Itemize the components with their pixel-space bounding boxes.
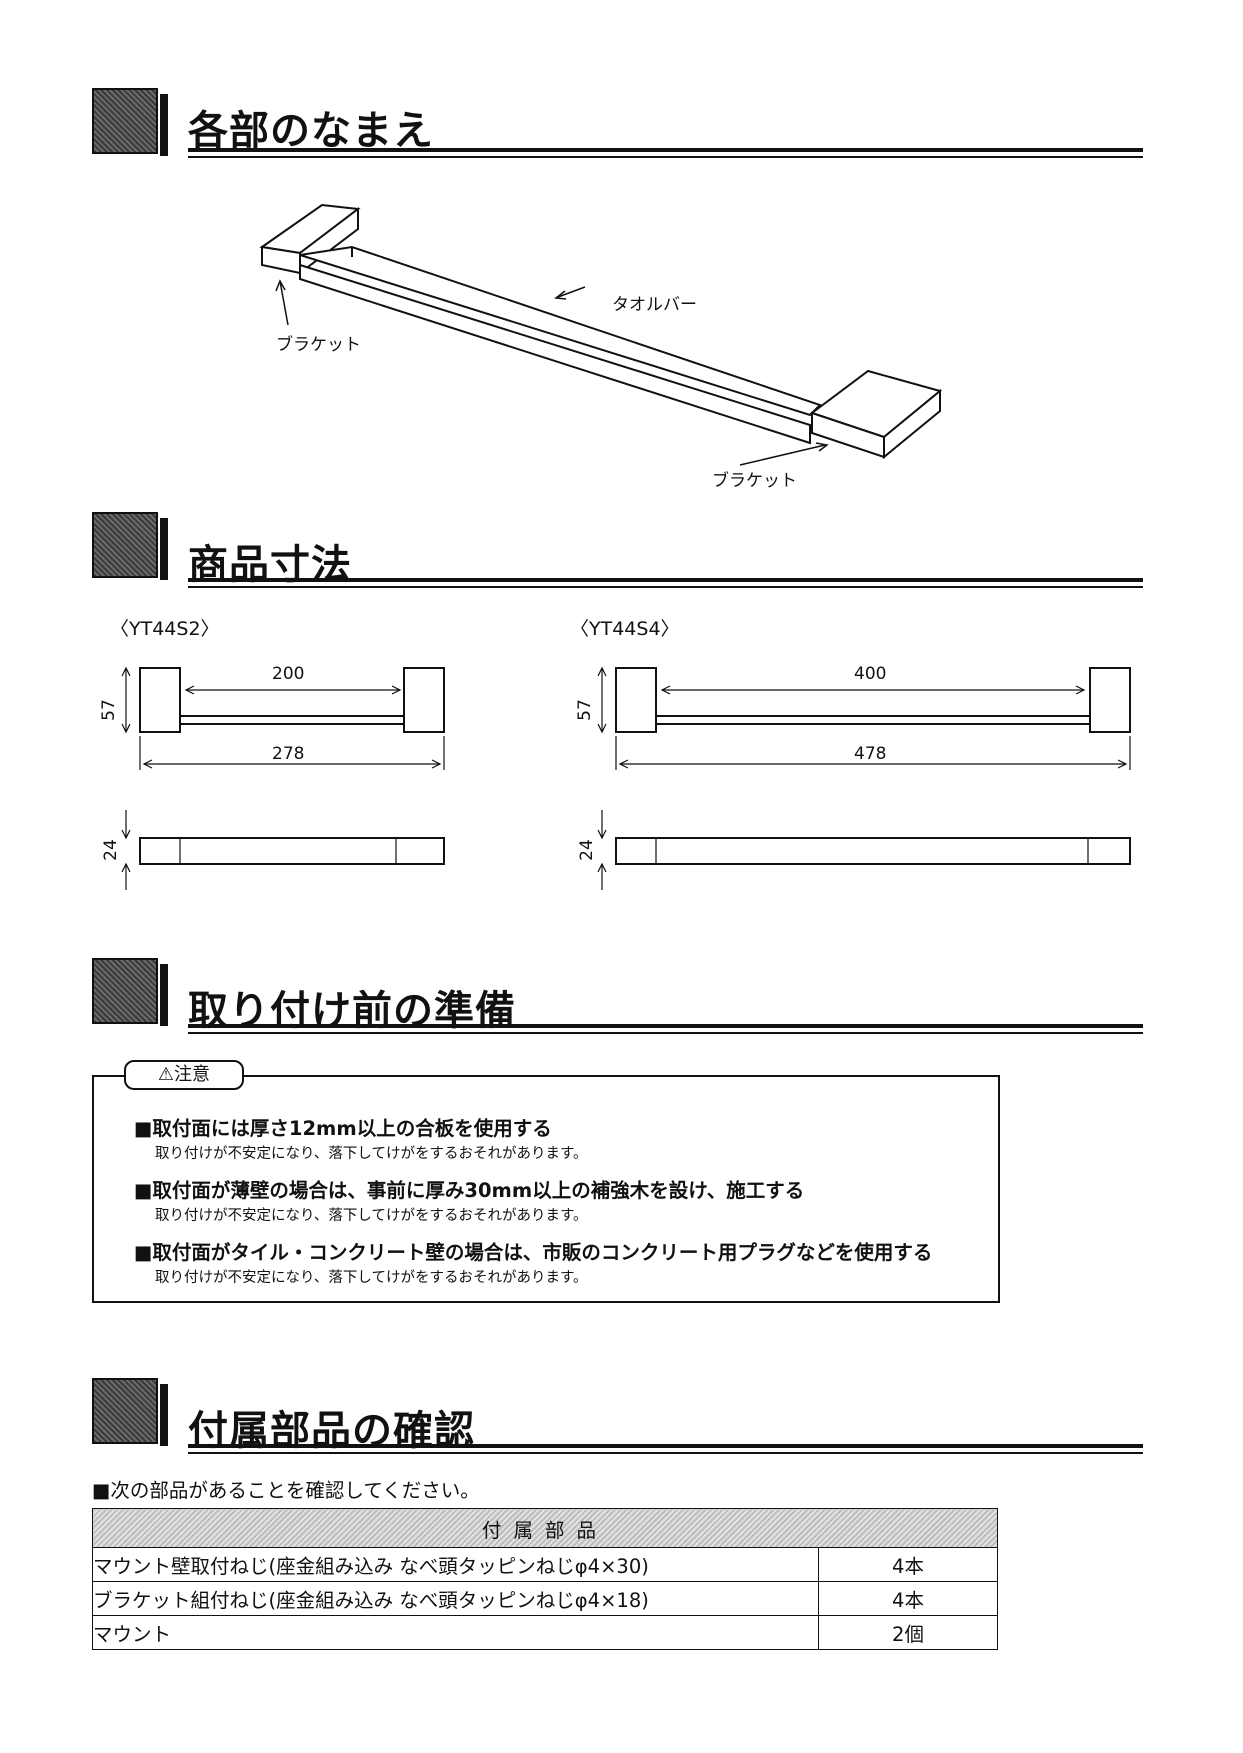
label-bracket-left: ブラケット [276,335,361,355]
dim-height-yt44s2: 57 [98,699,119,721]
table-header-row: 付属部品 [92,1508,998,1548]
section-rule [188,1032,1143,1034]
towel-bar-illustration [259,203,943,466]
section-rule [188,156,1143,158]
dim-depth-yt44s2: 24 [100,839,121,861]
section-rule [188,578,1143,582]
section-marker [92,88,168,156]
section-rule [188,1024,1143,1028]
section-rule [188,1444,1143,1448]
part-name: ブラケット組付ねじ(座金組み込み なべ頭タッピンねじφ4×18) [92,1581,819,1616]
dimension-drawing-yt44s4 [597,666,1131,890]
caution-item-note: 取り付けが不安定になり、落下してけがをするおそれがあります。 [155,1146,588,1162]
model-label-yt44s2: 〈YT44S2〉 [110,618,220,640]
caution-item-note: 取り付けが不安定になり、落下してけがをするおそれがあります。 [155,1208,588,1224]
section-marker [92,512,168,580]
table-row: マウント壁取付ねじ(座金組み込み なべ頭タッピンねじφ4×30) 4本 [92,1547,998,1582]
caution-tag: ⚠注意 [124,1060,244,1090]
section-rule [188,586,1143,588]
table-row: ブラケット組付ねじ(座金組み込み なべ頭タッピンねじφ4×18) 4本 [92,1581,998,1616]
table-row: マウント 2個 [92,1615,998,1650]
accessories-intro: ■次の部品があることを確認してください。 [92,1479,480,1502]
dim-overall-width-yt44s2: 278 [272,744,305,764]
section-marker [92,1378,168,1446]
dim-height-yt44s4: 57 [574,699,595,721]
model-label-yt44s4: 〈YT44S4〉 [570,618,680,640]
accessories-table: 付属部品 マウント壁取付ねじ(座金組み込み なべ頭タッピンねじφ4×30) 4本… [92,1508,998,1650]
dim-inner-width-yt44s2: 200 [272,664,305,684]
part-name: マウント壁取付ねじ(座金組み込み なべ頭タッピンねじφ4×30) [92,1547,819,1582]
dimension-drawing-yt44s2 [121,666,445,890]
label-towel-bar: タオルバー [612,295,697,315]
caution-box [92,1075,1000,1303]
section-rule [188,148,1143,152]
section-title-names: 各部のなまえ [188,108,434,154]
dim-overall-width-yt44s4: 478 [854,744,887,764]
caution-item-heading: ■取付面には厚さ12mm以上の合板を使用する [134,1117,552,1140]
caution-item-heading: ■取付面が薄壁の場合は、事前に厚み30mm以上の補強木を設け、施工する [134,1179,805,1202]
part-name: マウント [92,1615,819,1650]
section-marker [92,958,168,1026]
part-qty: 4本 [818,1581,998,1616]
dim-inner-width-yt44s4: 400 [854,664,887,684]
label-bracket-right: ブラケット [712,471,797,491]
part-qty: 4本 [818,1547,998,1582]
part-qty: 2個 [818,1615,998,1650]
table-header: 付属部品 [92,1508,998,1548]
caution-item-note: 取り付けが不安定になり、落下してけがをするおそれがあります。 [155,1270,588,1286]
caution-item-heading: ■取付面がタイル・コンクリート壁の場合は、市販のコンクリート用プラグなどを使用す… [134,1241,933,1264]
dim-depth-yt44s4: 24 [576,839,597,861]
section-rule [188,1452,1143,1454]
